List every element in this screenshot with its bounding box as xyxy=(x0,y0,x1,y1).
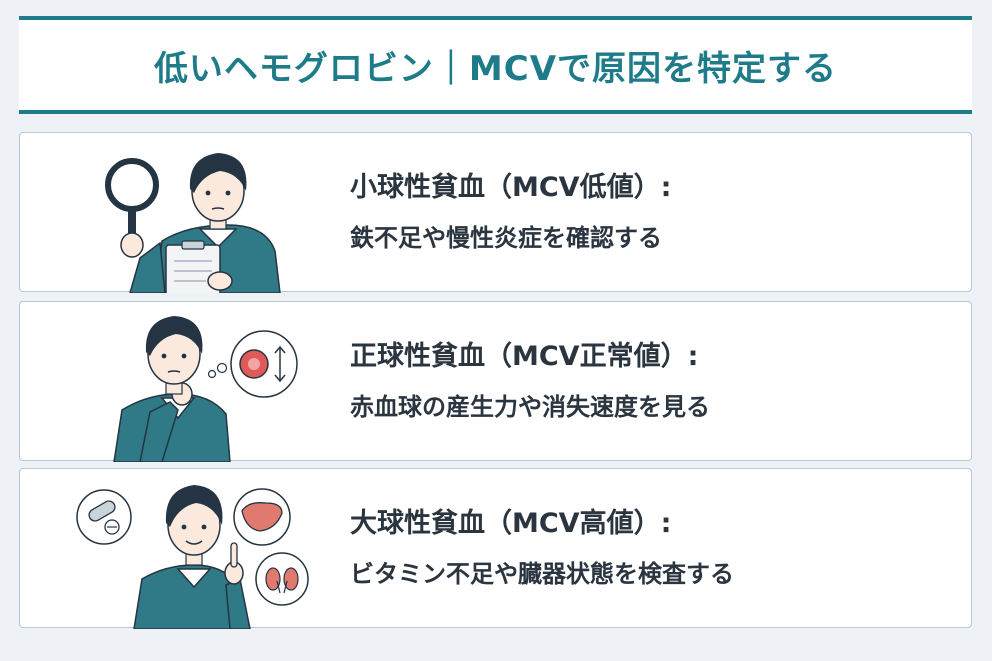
card-heading: 正球性貧血（MCV正常値）: xyxy=(350,341,699,372)
red-blood-cell-icon xyxy=(230,330,298,398)
pill-icon xyxy=(76,489,132,545)
card-heading: 小球性貧血（MCV低値）: xyxy=(350,172,672,203)
kidney-icon xyxy=(255,552,309,606)
liver-icon xyxy=(233,488,291,546)
card-microcytic: 小球性貧血（MCV低値）: 鉄不足や慢性炎症を確認する xyxy=(19,132,972,293)
card-normocytic: 正球性貧血（MCV正常値）: 赤血球の産生力や消失速度を見る xyxy=(19,301,972,462)
card-description: 鉄不足や慢性炎症を確認する xyxy=(350,224,662,252)
thinking-person-illustration xyxy=(70,302,330,462)
title-banner: 低いヘモグロビン｜MCVで原因を特定する xyxy=(19,16,972,114)
clipboard-icon xyxy=(165,240,221,293)
page-title: 低いヘモグロビン｜MCVで原因を特定する xyxy=(153,48,838,89)
person-magnifier-illustration xyxy=(70,133,330,293)
card-heading: 大球性貧血（MCV高値）: xyxy=(350,508,672,539)
card-macrocytic: 大球性貧血（MCV高値）: ビタミン不足や臓器状態を検査する xyxy=(19,468,972,629)
card-description: ビタミン不足や臓器状態を検査する xyxy=(350,560,734,588)
pointing-person-illustration xyxy=(70,469,330,629)
card-description: 赤血球の産生力や消失速度を見る xyxy=(350,393,710,421)
